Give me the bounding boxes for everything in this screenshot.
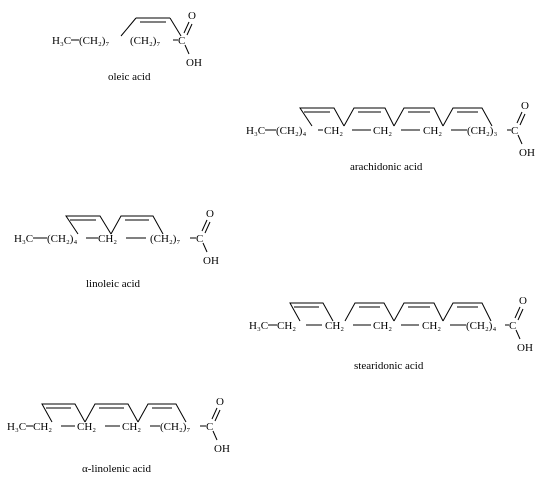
stearidonic-co-bond-2 [517,308,524,321]
linoleic-group-2: (CH₂)₄ [47,233,77,245]
alinolenic-db-2 [84,403,139,423]
arachidonic-group-1: H₃C [246,125,265,137]
arachidonic-db-1 [299,107,345,127]
alinolenic-label: α-linolenic acid [82,463,151,475]
arachidonic-group-4: CH₂ [373,125,392,137]
alinolenic-group-3: CH₂ [77,421,96,433]
stearidonic-group-2: CH₂ [277,320,296,332]
stearidonic-group-6: (CH₂)₄ [466,320,496,332]
stearidonic-db-2 [344,302,395,322]
arachidonic-double-bonds [299,107,493,127]
arachidonic-db-4 [442,107,493,127]
arachidonic-db-2 [343,107,395,127]
arachidonic-db-3 [393,107,444,127]
arachidonic-carboxyl-c: C [511,125,518,137]
arachidonic-oh-bond [517,134,523,145]
alinolenic-co-bond-2 [214,409,221,422]
arachidonic-group-3: CH₂ [324,125,343,137]
arachidonic-group-6: (CH₂)₃ [467,125,497,137]
molecule-alpha-linolenic: H₃C CH₂ CH₂ CH₂ (CH₂)₇ C O OH α-linoleni… [7,396,230,475]
alinolenic-hydroxyl: OH [214,443,230,455]
stearidonic-co-bond [514,306,521,319]
alinolenic-carbonyl-o: O [216,396,224,408]
oleic-co-bond [183,21,190,34]
arachidonic-co-bond-2 [519,113,526,126]
stearidonic-db-3 [393,302,444,322]
oleic-label: oleic acid [108,71,151,83]
stearidonic-double-bonds [289,302,492,322]
oleic-bond-2 [120,17,137,37]
arachidonic-label: arachidonic acid [350,161,423,173]
stearidonic-oh-bond [515,329,521,340]
stearidonic-group-4: CH₂ [373,320,392,332]
linoleic-hydroxyl: OH [203,255,219,267]
alinolenic-db-1 [41,403,86,423]
linoleic-co-bond-2 [204,221,211,234]
linoleic-group-1: H₃C [14,233,33,245]
alinolenic-carboxyl-c: C [206,421,213,433]
molecule-arachidonic: H₃C (CH₂)₄ CH₂ CH₂ CH₂ (CH₂)₃ C O OH ara… [246,100,535,173]
stearidonic-carboxyl-c: C [509,320,516,332]
oleic-group-2: (CH₂)₇ [79,35,109,47]
oleic-group-1: H₃C [52,35,71,47]
arachidonic-group-5: CH₂ [423,125,442,137]
oleic-co-bond-2 [186,23,193,36]
oleic-group-3: (CH₂)₇ [130,35,160,47]
linoleic-group-4: (CH₂)₇ [150,233,180,245]
oleic-bond-3 [169,17,182,37]
oleic-oh-bond [184,44,190,55]
stearidonic-carbonyl-o: O [519,295,527,307]
alinolenic-group-4: CH₂ [122,421,141,433]
molecule-linoleic: H₃C (CH₂)₄ CH₂ (CH₂)₇ C O OH linoleic ac… [14,208,219,290]
stearidonic-group-1: H₃C [249,320,268,332]
molecule-oleic: H₃C (CH₂)₇ (CH₂)₇ C O OH oleic acid [52,10,202,83]
oleic-hydroxyl: OH [186,57,202,69]
stearidonic-group-5: CH₂ [422,320,441,332]
molecule-stearidonic: H₃C CH₂ CH₂ CH₂ CH₂ (CH₂)₄ C O OH steari… [249,295,533,372]
arachidonic-group-2: (CH₂)₄ [276,125,306,137]
alinolenic-co-bond [211,407,218,420]
oleic-carboxyl-c: C [178,35,185,47]
stearidonic-hydroxyl: OH [517,342,533,354]
stearidonic-label: stearidonic acid [354,360,424,372]
arachidonic-hydroxyl: OH [519,147,535,159]
alinolenic-double-bonds [41,403,187,423]
stearidonic-db-4 [442,302,492,322]
stearidonic-db-1 [289,302,334,322]
linoleic-db-2 [110,215,164,235]
linoleic-carbonyl-o: O [206,208,214,220]
linoleic-oh-bond [202,242,208,253]
arachidonic-carbonyl-o: O [521,100,529,112]
linoleic-db-1 [65,215,112,235]
alinolenic-group-5: (CH₂)₇ [160,421,190,433]
oleic-carbonyl-o: O [188,10,196,22]
alinolenic-group-2: CH₂ [33,421,52,433]
alinolenic-oh-bond [212,430,218,441]
linoleic-carboxyl-c: C [196,233,203,245]
linoleic-double-bonds [65,215,164,235]
alinolenic-db-3 [137,403,187,423]
arachidonic-co-bond [516,111,523,124]
linoleic-group-3: CH₂ [98,233,117,245]
linoleic-label: linoleic acid [86,278,141,290]
linoleic-co-bond [201,219,208,232]
alinolenic-group-1: H₃C [7,421,26,433]
stearidonic-group-3: CH₂ [325,320,344,332]
